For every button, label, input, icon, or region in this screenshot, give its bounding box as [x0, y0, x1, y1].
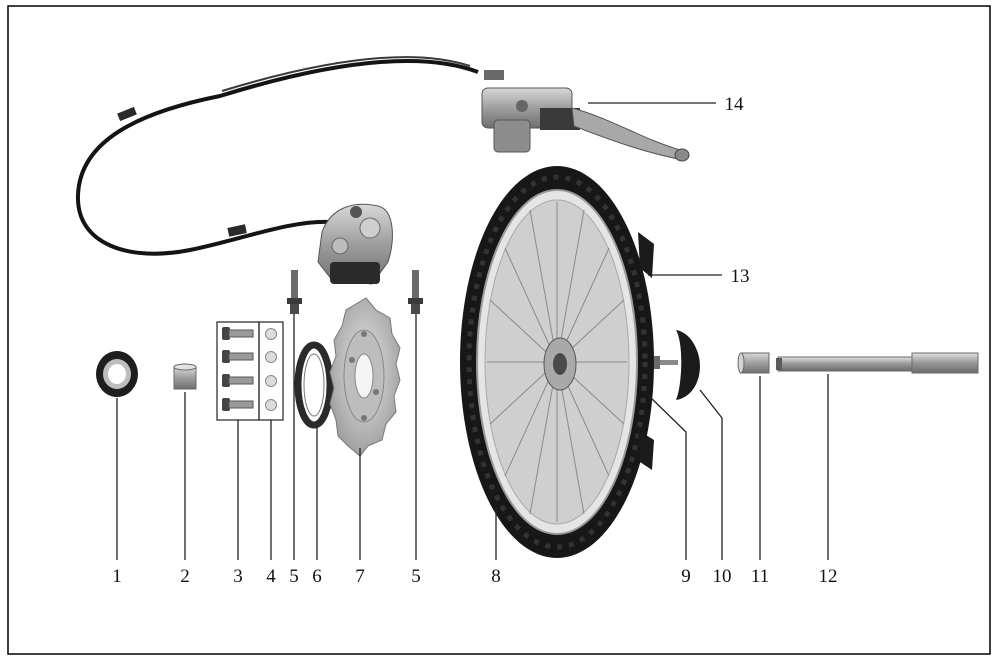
callout-1: 1: [112, 566, 122, 587]
callout-3: 3: [233, 566, 243, 587]
callout-11: 11: [751, 566, 769, 587]
callout-8: 8: [491, 566, 501, 587]
callout-9: 9: [681, 566, 691, 587]
brake-disc: [329, 297, 401, 457]
callout-2: 2: [180, 566, 190, 587]
disc-gasket: [294, 341, 334, 429]
lock-washers: [265, 328, 277, 411]
brake-hose: [75, 56, 479, 256]
callout-4: 4: [266, 566, 276, 587]
callout-5-right: 5: [411, 566, 421, 587]
caliper-bolt-right: [408, 270, 423, 314]
callout-12: 12: [819, 566, 838, 587]
axle-spacer: [737, 352, 770, 374]
brake-caliper: [317, 203, 393, 285]
master-cylinder-lever: [481, 70, 690, 162]
oil-seal: [96, 351, 138, 397]
callout-13: 13: [731, 266, 750, 287]
spacer-bush: [173, 363, 197, 390]
caliper-bolt-left: [287, 270, 302, 314]
rim-tape-end: [638, 232, 654, 470]
callout-5-left: 5: [289, 566, 299, 587]
rim-lock: [654, 330, 700, 400]
disc-bolts: [222, 327, 254, 411]
front-wheel: [460, 166, 654, 558]
diagram-border: [7, 5, 991, 655]
callout-6: 6: [312, 566, 322, 587]
callout-7: 7: [355, 566, 365, 587]
callout-10: 10: [713, 566, 732, 587]
leader-lines: [116, 102, 829, 560]
callout-14: 14: [725, 94, 745, 115]
front-axle: [776, 352, 979, 374]
